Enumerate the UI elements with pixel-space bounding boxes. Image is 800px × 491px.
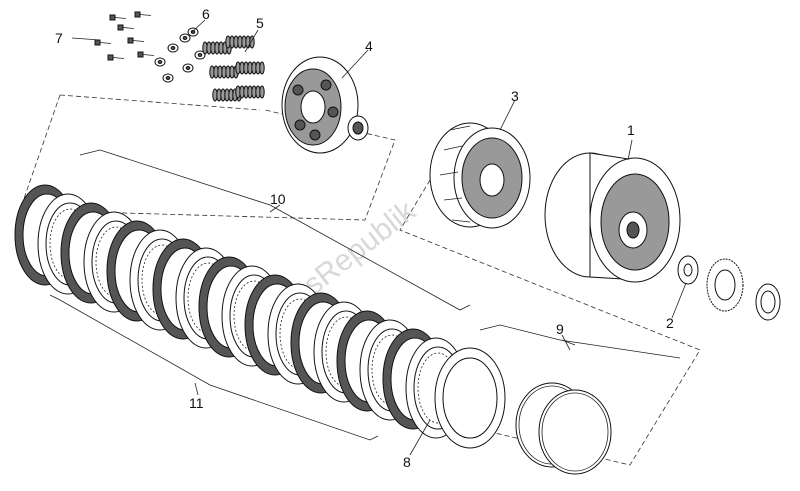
- spring-4: [235, 61, 265, 75]
- screw-group: [94, 11, 155, 61]
- spring-6: [235, 85, 265, 99]
- washer-6: [187, 27, 199, 37]
- screw-4: [127, 37, 145, 44]
- callout-11: 11: [189, 395, 204, 411]
- callout-9: 9: [556, 321, 564, 337]
- pressure-plate: [281, 56, 359, 154]
- spring-3: [209, 65, 239, 79]
- spring-rings: [515, 382, 612, 475]
- callout-6: 6: [202, 6, 210, 22]
- circlip: [755, 283, 781, 321]
- washer-1: [179, 33, 191, 43]
- spring-2: [225, 35, 255, 49]
- gear-ring: [706, 258, 744, 312]
- screw-3: [94, 39, 112, 46]
- washer-4: [162, 73, 174, 83]
- washer-2: [167, 43, 179, 53]
- washer-7: [194, 50, 206, 60]
- washer-group: [154, 27, 206, 83]
- inner-hub: [429, 122, 531, 229]
- screw-7: [117, 24, 135, 31]
- callout-1: 1: [627, 122, 635, 138]
- screw-1: [109, 14, 127, 21]
- clutch-plate-stack: [14, 184, 467, 439]
- spring-group: [202, 35, 265, 102]
- bracket-lines: [49, 149, 681, 441]
- callout-4: 4: [365, 38, 373, 54]
- screw-6: [137, 51, 155, 58]
- callouts: 1 2 3 4 5 6 7 8 9 10 11: [55, 6, 674, 470]
- screw-2: [134, 11, 152, 18]
- clutch-basket: [544, 152, 681, 283]
- callout-5: 5: [256, 15, 264, 31]
- outline-top-edge: [59, 94, 261, 111]
- callout-10: 10: [270, 191, 286, 207]
- leader-lines: [71, 19, 687, 456]
- bearing: [347, 115, 369, 141]
- screw-5: [107, 54, 125, 61]
- steel-plate: [434, 347, 506, 449]
- callout-8: 8: [403, 454, 411, 470]
- callout-7: 7: [55, 30, 63, 46]
- thrust-washer: [677, 255, 699, 285]
- washer-3: [154, 57, 166, 67]
- washer-5: [182, 63, 194, 73]
- callout-2: 2: [666, 315, 674, 331]
- callout-3: 3: [511, 88, 519, 104]
